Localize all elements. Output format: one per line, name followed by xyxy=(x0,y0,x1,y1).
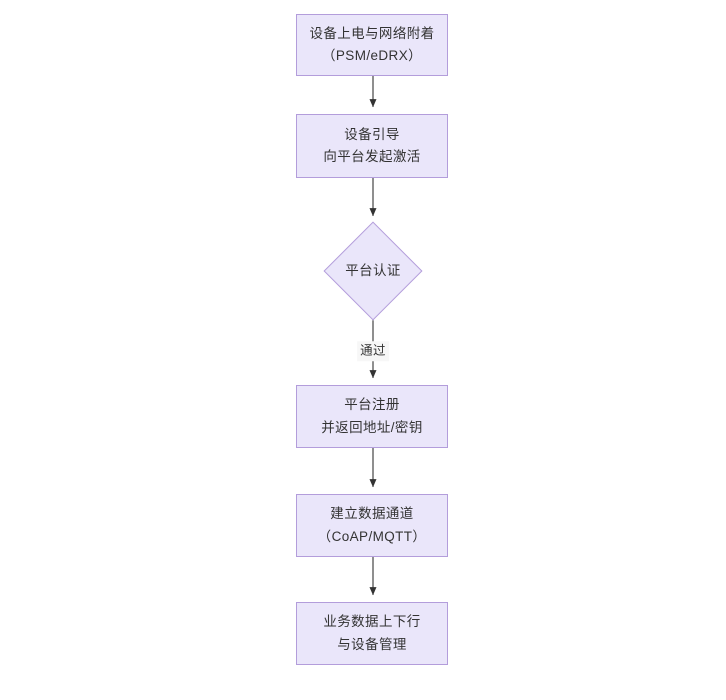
node-business-data-line2: 与设备管理 xyxy=(337,636,407,652)
node-platform-register-line2: 并返回地址/密钥 xyxy=(321,419,423,435)
node-power-on-line2: （PSM/eDRX） xyxy=(321,48,423,63)
node-power-on[interactable]: 设备上电与网络附着 （PSM/eDRX） xyxy=(296,14,448,76)
node-business-data[interactable]: 业务数据上下行 与设备管理 xyxy=(296,602,448,665)
node-bootstrap[interactable]: 设备引导 向平台发起激活 xyxy=(296,114,448,178)
node-platform-register-line1: 平台注册 xyxy=(344,397,400,413)
node-business-data-line1: 业务数据上下行 xyxy=(323,614,421,630)
node-bootstrap-line1: 设备引导 xyxy=(344,126,400,142)
node-data-channel-line2: （CoAP/MQTT） xyxy=(317,528,427,544)
edge-label-pass: 通过 xyxy=(357,341,389,361)
node-bootstrap-line2: 向平台发起激活 xyxy=(323,149,421,164)
node-power-on-line1: 设备上电与网络附着 xyxy=(309,25,435,41)
node-platform-auth[interactable]: 平台认证 xyxy=(323,221,423,321)
node-platform-auth-label: 平台认证 xyxy=(345,263,401,279)
node-data-channel-line1: 建立数据通道 xyxy=(330,506,414,522)
node-data-channel[interactable]: 建立数据通道 （CoAP/MQTT） xyxy=(296,494,448,557)
node-platform-register[interactable]: 平台注册 并返回地址/密钥 xyxy=(296,385,448,448)
